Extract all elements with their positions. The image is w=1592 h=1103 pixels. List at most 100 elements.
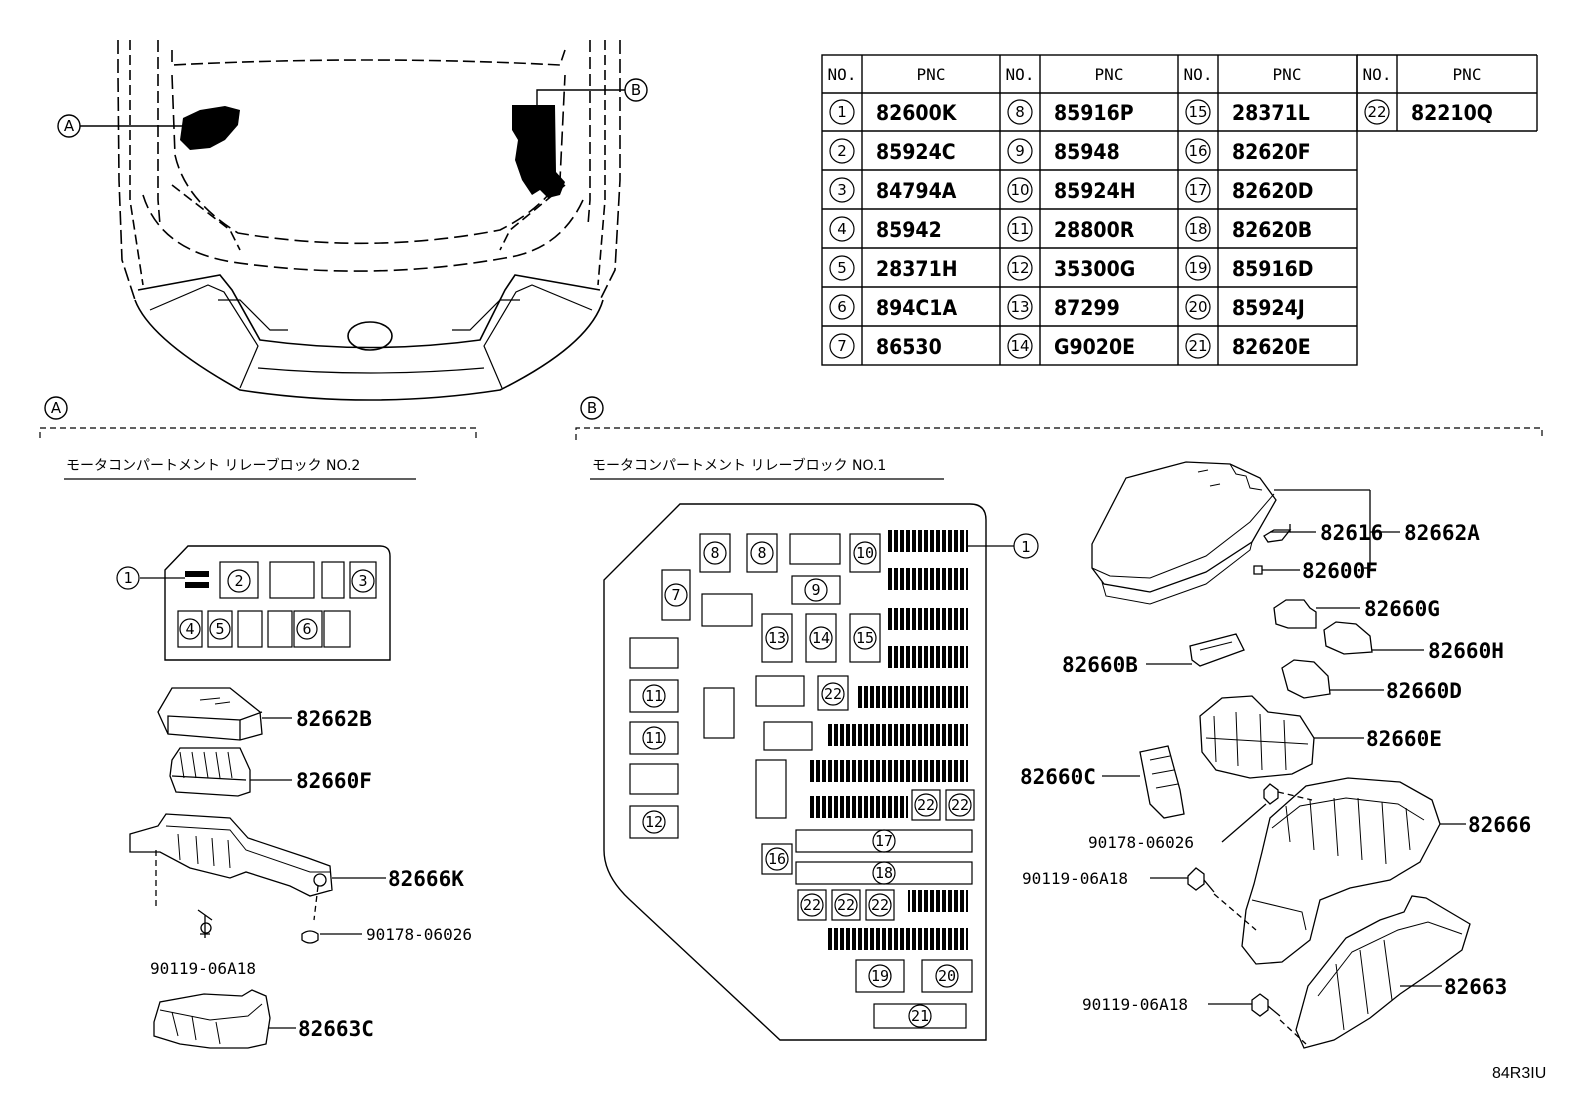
part-label-82600F: 82600F: [1302, 559, 1378, 583]
table-no-circle: [829, 333, 855, 359]
part-label-90119-06A18: 90119-06A18: [150, 959, 256, 978]
table-cell-no: 10: [1010, 181, 1029, 199]
table-cell-no: 21: [1188, 337, 1207, 355]
table-cell-no: 9: [1015, 142, 1025, 160]
table-cell-no: 15: [1188, 103, 1207, 121]
table-no-circle: [1185, 255, 1211, 281]
position-circle: [765, 847, 789, 871]
position-number: 22: [871, 896, 889, 914]
table-cell-pnc: 82620F: [1232, 140, 1311, 164]
position-circle: [868, 893, 892, 917]
table-cell-no: 12: [1010, 259, 1029, 277]
table-cell-no: 19: [1188, 259, 1207, 277]
illustration-id: 84R3IU: [1492, 1065, 1546, 1082]
table-no-circle: [1007, 216, 1033, 242]
position-circle: [750, 541, 774, 565]
table-cell-pnc: 82620E: [1232, 335, 1311, 359]
table-cell-no: 22: [1367, 103, 1386, 121]
position-number: 11: [645, 687, 663, 705]
table-no-circle: [1185, 138, 1211, 164]
position-circle: [914, 793, 938, 817]
position-number: 14: [812, 629, 830, 647]
vehicle-outline: [117, 40, 621, 401]
position-circle: [664, 583, 688, 607]
svg-text:3: 3: [358, 572, 367, 590]
table-cell-no: 6: [837, 298, 847, 316]
section-a-title: モータコンパートメント リレーブロック NO.2: [66, 457, 360, 474]
part-label-82660D: 82660D: [1386, 679, 1462, 703]
position-circle: [872, 861, 896, 885]
part-label-82616: 82616: [1320, 521, 1383, 545]
table-cell-pnc: 894C1A: [876, 296, 957, 320]
part-label-82660E: 82660E: [1366, 727, 1442, 751]
table-no-circle: [829, 255, 855, 281]
table-no-circle: [829, 138, 855, 164]
table-cell-no: 14: [1010, 337, 1029, 355]
table-cell-no: 8: [1015, 103, 1025, 121]
part-label-82663C: 82663C: [298, 1017, 374, 1041]
table-cell-pnc: 35300G: [1054, 257, 1135, 281]
part-label-90178-06026: 90178-06026: [366, 925, 472, 944]
vehicle-callouts: [57, 78, 648, 138]
position-number: 15: [856, 629, 874, 647]
table-cell-pnc: 82600K: [876, 101, 958, 125]
svg-text:2: 2: [234, 572, 243, 590]
table-no-circle: [1185, 216, 1211, 242]
table-cell-no: 13: [1010, 298, 1029, 316]
position-number: 12: [645, 813, 663, 831]
position-circle: [642, 810, 666, 834]
svg-text:1: 1: [1021, 538, 1031, 556]
section-b-marker: B: [587, 399, 597, 417]
callout-a: A: [64, 117, 75, 135]
position-number: 19: [871, 967, 889, 985]
table-no-circle: [1007, 333, 1033, 359]
table-cell-pnc: 87299: [1054, 296, 1120, 320]
section-b-title: モータコンパートメント リレーブロック NO.1: [592, 457, 886, 474]
position-number: 22: [803, 896, 821, 914]
position-number: 11: [645, 729, 663, 747]
position-number: 8: [757, 544, 766, 562]
table-cell-pnc: 85948: [1054, 140, 1120, 164]
position-number: 17: [875, 832, 893, 850]
part-label-82660C: 82660C: [1020, 765, 1096, 789]
table-cell-no: 4: [837, 220, 847, 238]
table-cell-pnc: 85924J: [1232, 296, 1305, 320]
table-cell-pnc: 84794A: [876, 179, 957, 203]
position-number: 21: [911, 1007, 929, 1025]
part-label-82666: 82666: [1468, 813, 1531, 837]
table-cell-no: 1: [837, 103, 847, 121]
table-cell-pnc: G9020E: [1054, 335, 1135, 359]
position-number: 22: [917, 796, 935, 814]
table-cell-pnc: 85916P: [1054, 101, 1134, 125]
block-b-location: [512, 105, 565, 198]
part-label-90119-06A18: 90119-06A18: [1022, 869, 1128, 888]
position-number: 7: [671, 586, 680, 604]
part-label-82660G: 82660G: [1364, 597, 1440, 621]
position-circle: [908, 1004, 932, 1028]
table-cell-pnc: 82620B: [1232, 218, 1312, 242]
position-number: 22: [824, 685, 842, 703]
table-header-no: NO.: [828, 65, 857, 84]
position-number: 20: [938, 967, 956, 985]
position-circle: [804, 578, 828, 602]
table-no-circle: [829, 177, 855, 203]
table-cell-pnc: 82620D: [1232, 179, 1313, 203]
table-no-circle: [1007, 138, 1033, 164]
table-header-pnc: PNC: [1453, 65, 1482, 84]
part-label-82662A: 82662A: [1404, 521, 1480, 545]
position-number: 22: [951, 796, 969, 814]
position-circle: [948, 793, 972, 817]
part-label-90119-06A18: 90119-06A18: [1082, 995, 1188, 1014]
table-header-no: NO.: [1363, 65, 1392, 84]
table-header-pnc: PNC: [917, 65, 946, 84]
table-no-circle: [829, 294, 855, 320]
table-cell-pnc: 85924H: [1054, 179, 1136, 203]
table-header-pnc: PNC: [1095, 65, 1124, 84]
table-cell-no: 2: [837, 142, 847, 160]
table-cell-pnc: 28371H: [876, 257, 958, 281]
position-circle: [868, 964, 892, 988]
table-no-circle: [1007, 255, 1033, 281]
position-number: 16: [768, 850, 786, 868]
table-cell-no: 3: [837, 181, 847, 199]
position-circle: [809, 626, 833, 650]
